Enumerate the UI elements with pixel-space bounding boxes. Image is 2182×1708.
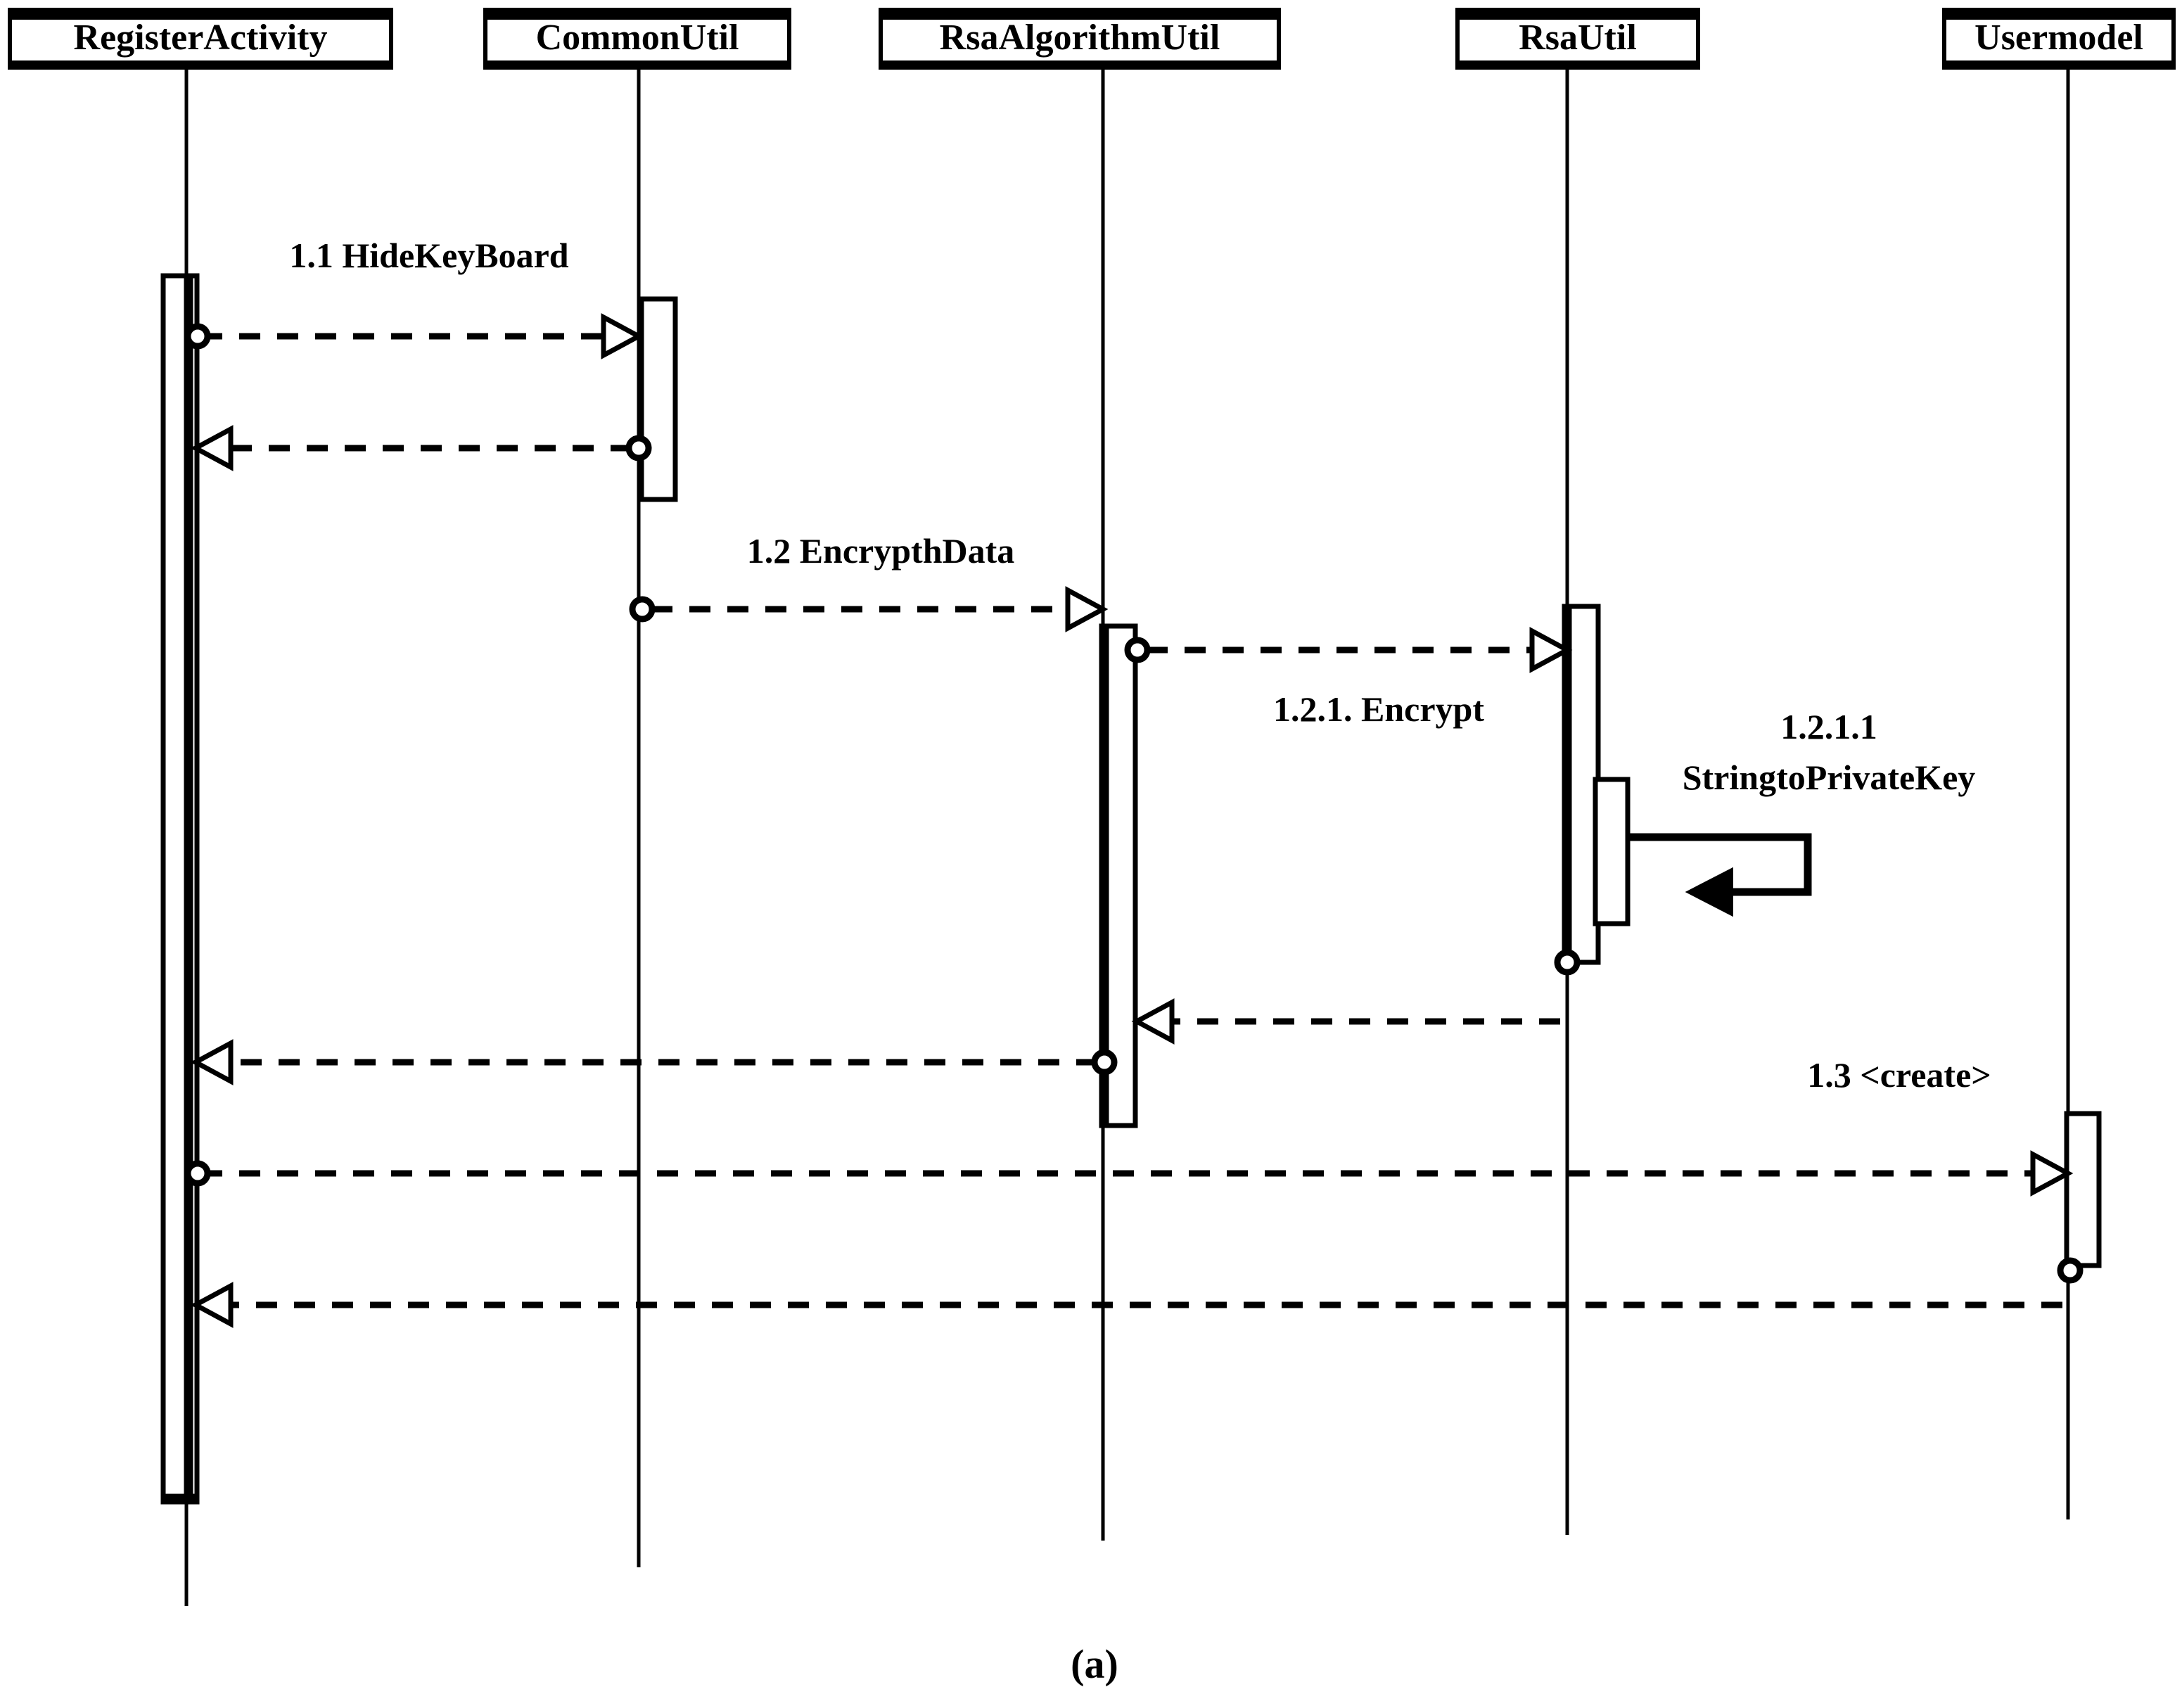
participant-rsa-algorithm-util[interactable]: RsaAlgorithmUtil bbox=[879, 8, 1281, 70]
activation-bar bbox=[2064, 1111, 2102, 1268]
arrowhead-open-icon bbox=[2030, 1150, 2074, 1197]
participant-box-top-bar bbox=[485, 10, 789, 20]
arrowhead-open-icon bbox=[190, 1039, 234, 1085]
participant-common-util[interactable]: CommonUtil bbox=[483, 8, 791, 70]
activation-rsa-algorithm-util bbox=[1099, 623, 1138, 1128]
participant-register-activity[interactable]: RegisterActivity bbox=[8, 8, 393, 70]
message-origin-ball-icon bbox=[1091, 1049, 1118, 1076]
participant-box-bottom-bar bbox=[1457, 60, 1698, 69]
participant-rsa-util[interactable]: RsaUtil bbox=[1455, 8, 1700, 70]
message-label: 1.1 HideKeyBoard bbox=[289, 236, 568, 275]
message-1-2-1-return[interactable] bbox=[1131, 949, 1581, 1045]
message-1-2-encrypthdata[interactable]: 1.2 EncrypthData bbox=[629, 531, 1109, 632]
activation-rsa-util-nested bbox=[1593, 777, 1631, 926]
message-origin-ball-icon bbox=[184, 323, 211, 350]
arrowhead-open-icon bbox=[190, 425, 234, 471]
participant-box-top-bar bbox=[10, 10, 391, 20]
activation-register-activity bbox=[160, 273, 200, 1505]
activation-bar-nested bbox=[1593, 777, 1631, 926]
message-1-3-create[interactable]: 1.3 <create> bbox=[184, 1055, 2074, 1197]
participant-label: RegisterActivity bbox=[74, 18, 328, 58]
participant-box-bottom-bar bbox=[485, 60, 789, 69]
arrowhead-open-icon bbox=[190, 1282, 234, 1328]
message-label: 1.2.1. Encrypt bbox=[1273, 689, 1484, 729]
participant-label: RsaAlgorithmUtil bbox=[940, 18, 1220, 58]
activation-rsa-util bbox=[1562, 604, 1601, 965]
figure-caption: (a) bbox=[1071, 1641, 1118, 1687]
participant-box-top-bar bbox=[1457, 10, 1698, 20]
participant-box-bottom-bar bbox=[1944, 60, 2174, 69]
participant-usermodel[interactable]: Usermodel bbox=[1942, 8, 2176, 70]
message-1-1-return[interactable] bbox=[190, 425, 652, 471]
message-1-2-1-encrypt[interactable]: 1.2.1. Encrypt bbox=[1124, 627, 1573, 729]
participant-box-top-bar bbox=[1944, 10, 2174, 20]
participant-box-top-bar bbox=[881, 10, 1279, 20]
participant-label: Usermodel bbox=[1974, 18, 2143, 58]
participant-box-bottom-bar bbox=[10, 60, 391, 69]
message-label: 1.3 <create> bbox=[1807, 1055, 1991, 1095]
participant-label: CommonUtil bbox=[536, 18, 739, 58]
message-1-1-hidekeyboard[interactable]: 1.1 HideKeyBoard bbox=[184, 236, 644, 359]
arrowhead-open-icon bbox=[1529, 627, 1573, 673]
arrowhead-open-icon bbox=[1065, 586, 1109, 632]
arrowhead-filled-icon bbox=[1685, 867, 1733, 917]
activation-usermodel bbox=[2064, 1111, 2102, 1268]
message-1-2-1-1-stringtoprivatekey[interactable]: 1.2.1.1 StringtoPrivateKey bbox=[1626, 707, 1976, 917]
message-origin-ball-icon bbox=[184, 1160, 211, 1187]
message-1-3-return[interactable] bbox=[190, 1257, 2084, 1328]
participant-box-bottom-bar bbox=[881, 60, 1279, 69]
message-origin-ball-icon bbox=[1554, 949, 1581, 976]
message-label-line2: StringtoPrivateKey bbox=[1683, 758, 1976, 797]
participant-label: RsaUtil bbox=[1519, 18, 1637, 58]
message-origin-ball-icon bbox=[629, 596, 656, 623]
message-origin-ball-icon bbox=[625, 435, 652, 461]
activation-common-util bbox=[639, 296, 678, 502]
message-label: 1.2 EncrypthData bbox=[747, 531, 1015, 571]
activation-bar bbox=[639, 296, 678, 502]
message-1-2-return[interactable] bbox=[190, 1039, 1118, 1085]
self-call-loop-path bbox=[1626, 833, 1812, 896]
arrowhead-open-icon bbox=[1131, 998, 1175, 1045]
message-origin-ball-icon bbox=[2057, 1257, 2084, 1284]
arrowhead-open-icon bbox=[601, 313, 644, 359]
message-origin-ball-icon bbox=[1124, 637, 1151, 663]
message-label-line1: 1.2.1.1 bbox=[1780, 707, 1877, 746]
